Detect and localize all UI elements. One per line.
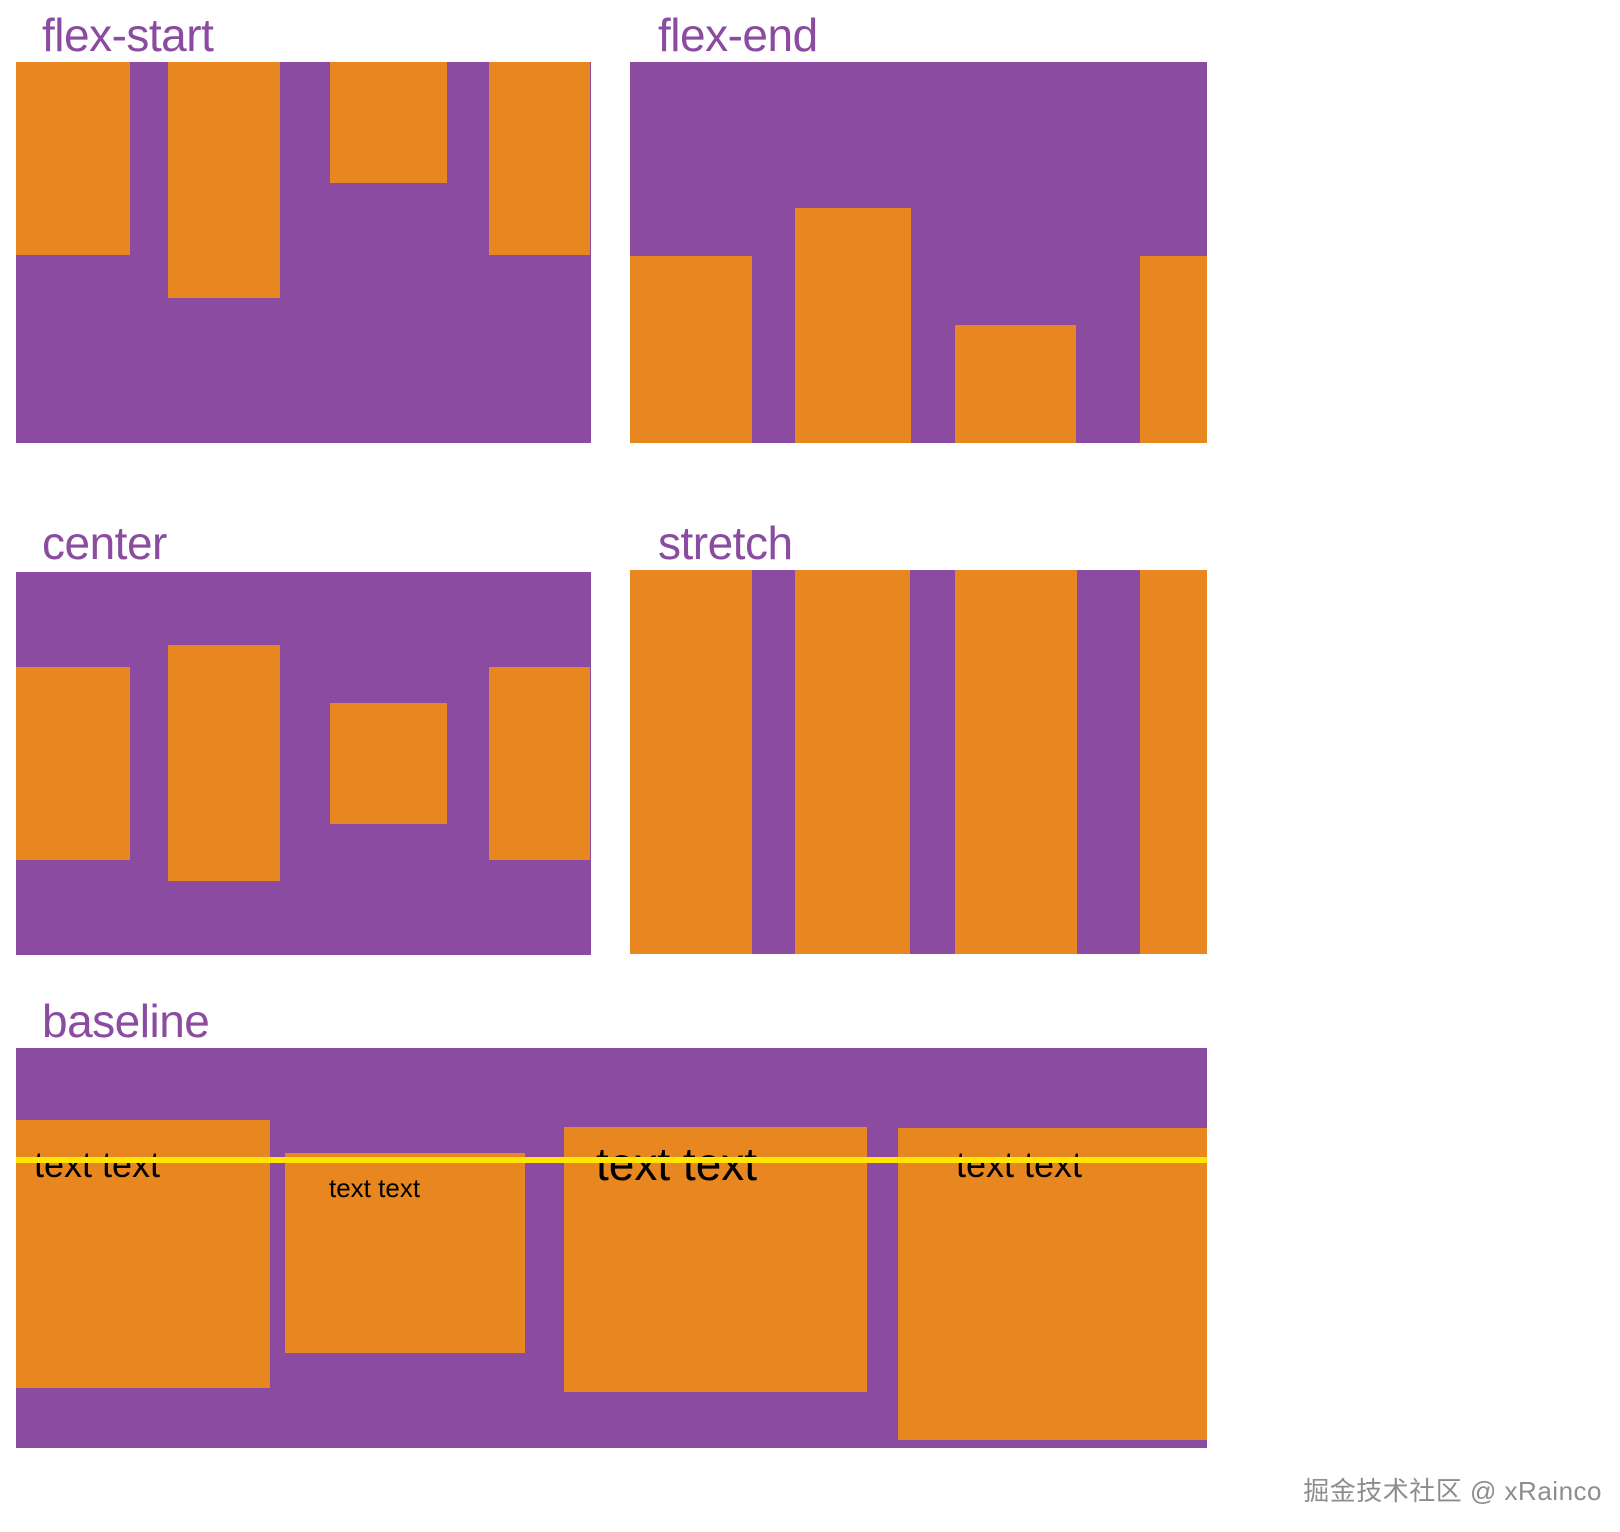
- flex-item: [16, 667, 130, 860]
- flex-item-text: text text: [956, 1144, 1083, 1185]
- flex-item: [955, 325, 1076, 443]
- flex-item: text text: [285, 1153, 525, 1353]
- flex-item: [795, 208, 911, 443]
- flex-item: [168, 645, 280, 881]
- flex-container-stretch: [630, 570, 1207, 954]
- baseline-rule: [16, 1157, 1207, 1163]
- flex-item: [489, 667, 590, 860]
- flex-item: [168, 62, 280, 298]
- flex-item: [955, 570, 1077, 954]
- watermark: 掘金技术社区 @ xRainco: [1303, 1476, 1602, 1506]
- panel-label-flex-end: flex-end: [658, 9, 818, 61]
- flex-item-text: text text: [34, 1144, 161, 1185]
- flex-item: [330, 62, 447, 183]
- flex-container-baseline: text text text text text text text text: [16, 1048, 1207, 1448]
- panel-label-stretch: stretch: [658, 517, 793, 569]
- flex-item: [16, 62, 130, 255]
- flex-item-text: text text: [329, 1173, 421, 1203]
- panel-label-center: center: [42, 517, 167, 569]
- flex-item: [1140, 256, 1207, 443]
- flex-container-flex-end: [630, 62, 1207, 443]
- flex-item: [630, 256, 752, 443]
- flex-item: [489, 62, 590, 255]
- panel-label-baseline: baseline: [42, 995, 210, 1047]
- flex-item: text text: [16, 1120, 270, 1388]
- flex-item: [795, 570, 910, 954]
- flex-item: [330, 703, 447, 824]
- flex-container-center: [16, 572, 591, 955]
- panel-label-flex-start: flex-start: [42, 9, 214, 61]
- flex-item: [1140, 570, 1207, 954]
- flex-container-flex-start: [16, 62, 591, 443]
- flex-item-text: text text: [596, 1138, 758, 1190]
- flex-item: text text: [564, 1127, 867, 1392]
- flex-item: text text: [898, 1128, 1207, 1440]
- flex-item: [630, 570, 752, 954]
